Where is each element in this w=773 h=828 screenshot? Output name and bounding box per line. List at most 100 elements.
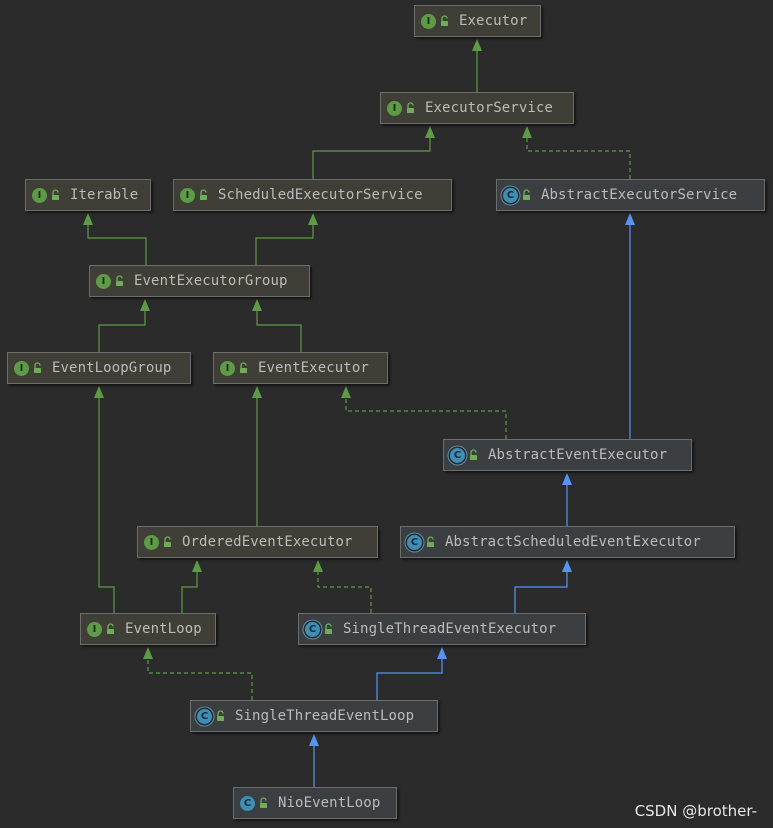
node-label: Iterable	[70, 187, 139, 203]
unlock-icon	[107, 623, 114, 634]
edge-abstract-event-executor-to-event-executor	[341, 386, 507, 439]
watermark: CSDN @brother-	[634, 802, 757, 820]
edge-arrowhead	[437, 647, 447, 659]
interface-icon: I	[32, 187, 47, 203]
node-label: AbstractScheduledEventExecutor	[445, 534, 701, 550]
node-abstract-executor-service[interactable]: C AbstractExecutorService	[496, 179, 765, 211]
unlock-icon	[407, 102, 414, 113]
edge-abstract-scheduled-event-executor-to-abstract-event-executor	[562, 473, 572, 526]
unlock-icon	[325, 623, 332, 634]
unlock-icon	[34, 362, 41, 373]
edge-ordered-event-executor-to-event-executor	[252, 386, 262, 526]
edge-single-thread-event-executor-to-abstract-scheduled-event-executor	[514, 560, 572, 613]
edge-abstract-event-executor-to-abstract-executor-service	[625, 213, 635, 439]
abstract-class-icon: C	[407, 534, 422, 550]
edge-arrowhead	[309, 734, 319, 746]
unlock-icon	[164, 536, 171, 547]
edge-line	[87, 224, 147, 265]
unlock-icon	[217, 710, 224, 721]
node-label: OrderedEventExecutor	[182, 534, 353, 550]
edge-line	[312, 137, 431, 179]
edge-line	[345, 397, 507, 439]
unlock-icon	[116, 275, 123, 286]
abstract-class-icon: C	[197, 708, 212, 724]
edge-line	[526, 137, 631, 179]
interface-icon: I	[144, 534, 159, 550]
node-label: EventLoopGroup	[52, 360, 172, 376]
edge-arrowhead	[94, 386, 104, 398]
edge-event-loop-to-ordered-event-executor	[181, 560, 202, 613]
node-ordered-event-executor[interactable]: I OrderedEventExecutor	[137, 526, 378, 558]
edge-arrowhead	[472, 39, 482, 51]
edge-line	[514, 571, 568, 613]
abstract-class-icon: C	[450, 447, 465, 463]
node-label: EventExecutorGroup	[134, 273, 288, 289]
edge-scheduled-executor-service-to-executor-service	[312, 126, 435, 179]
interface-icon: I	[14, 360, 29, 376]
edge-arrowhead	[562, 560, 572, 572]
edge-arrowhead	[313, 560, 323, 572]
edge-event-executor-group-to-iterable	[83, 213, 147, 265]
edge-single-thread-event-loop-to-event-loop	[143, 647, 253, 700]
interface-icon: I	[421, 13, 436, 29]
node-label: AbstractEventExecutor	[488, 447, 668, 463]
edge-single-thread-event-loop-to-single-thread-event-executor	[376, 647, 447, 700]
interface-icon: I	[387, 100, 402, 116]
interface-icon: I	[180, 187, 195, 203]
unlock-icon	[260, 797, 267, 808]
edge-arrowhead	[425, 126, 435, 138]
unlock-icon	[441, 15, 448, 26]
edge-line	[147, 658, 253, 700]
edge-line	[255, 224, 314, 265]
edge-event-loop-group-to-event-executor-group	[98, 299, 150, 352]
abstract-class-icon: C	[503, 187, 518, 203]
unlock-icon	[523, 189, 530, 200]
edge-arrowhead	[143, 647, 153, 659]
node-nio-event-loop[interactable]: C NioEventLoop	[233, 787, 397, 819]
edge-arrowhead	[83, 213, 93, 225]
class-icon: C	[240, 795, 255, 811]
edge-arrowhead	[625, 213, 635, 225]
node-label: ScheduledExecutorService	[218, 187, 423, 203]
node-label: NioEventLoop	[278, 795, 381, 811]
node-event-executor-group[interactable]: I EventExecutorGroup	[89, 265, 310, 297]
node-iterable[interactable]: I Iterable	[25, 179, 151, 211]
node-single-thread-event-loop[interactable]: C SingleThreadEventLoop	[190, 700, 438, 732]
edge-line	[376, 658, 443, 700]
interface-icon: I	[96, 273, 111, 289]
edge-arrowhead	[252, 299, 262, 311]
edge-line	[256, 310, 302, 352]
unlock-icon	[427, 536, 434, 547]
edge-arrowhead	[308, 213, 318, 225]
edge-arrowhead	[522, 126, 532, 138]
node-scheduled-executor-service[interactable]: I ScheduledExecutorService	[173, 179, 452, 211]
node-event-loop-group[interactable]: I EventLoopGroup	[7, 352, 191, 384]
node-label: ExecutorService	[425, 100, 553, 116]
edge-arrowhead	[562, 473, 572, 485]
node-label: SingleThreadEventExecutor	[343, 621, 557, 637]
edge-line	[317, 571, 372, 613]
node-executor-service[interactable]: I ExecutorService	[380, 92, 574, 124]
edge-event-executor-group-to-scheduled-executor-service	[255, 213, 318, 265]
node-label: SingleThreadEventLoop	[235, 708, 415, 724]
node-label: EventLoop	[125, 621, 202, 637]
edge-line	[181, 571, 198, 613]
node-executor[interactable]: I Executor	[414, 5, 541, 37]
edge-line	[98, 310, 146, 352]
interface-icon: I	[220, 360, 235, 376]
unlock-icon	[52, 189, 59, 200]
node-abstract-event-executor[interactable]: C AbstractEventExecutor	[443, 439, 692, 471]
edge-event-loop-to-event-loop-group	[94, 386, 115, 613]
node-label: Executor	[459, 13, 528, 29]
edge-arrowhead	[341, 386, 351, 398]
node-label: AbstractExecutorService	[541, 187, 738, 203]
edge-arrowhead	[192, 560, 202, 572]
node-abstract-scheduled-event-executor[interactable]: C AbstractScheduledEventExecutor	[400, 526, 735, 558]
unlock-icon	[470, 449, 477, 460]
edge-single-thread-event-executor-to-ordered-event-executor	[313, 560, 372, 613]
unlock-icon	[200, 189, 207, 200]
